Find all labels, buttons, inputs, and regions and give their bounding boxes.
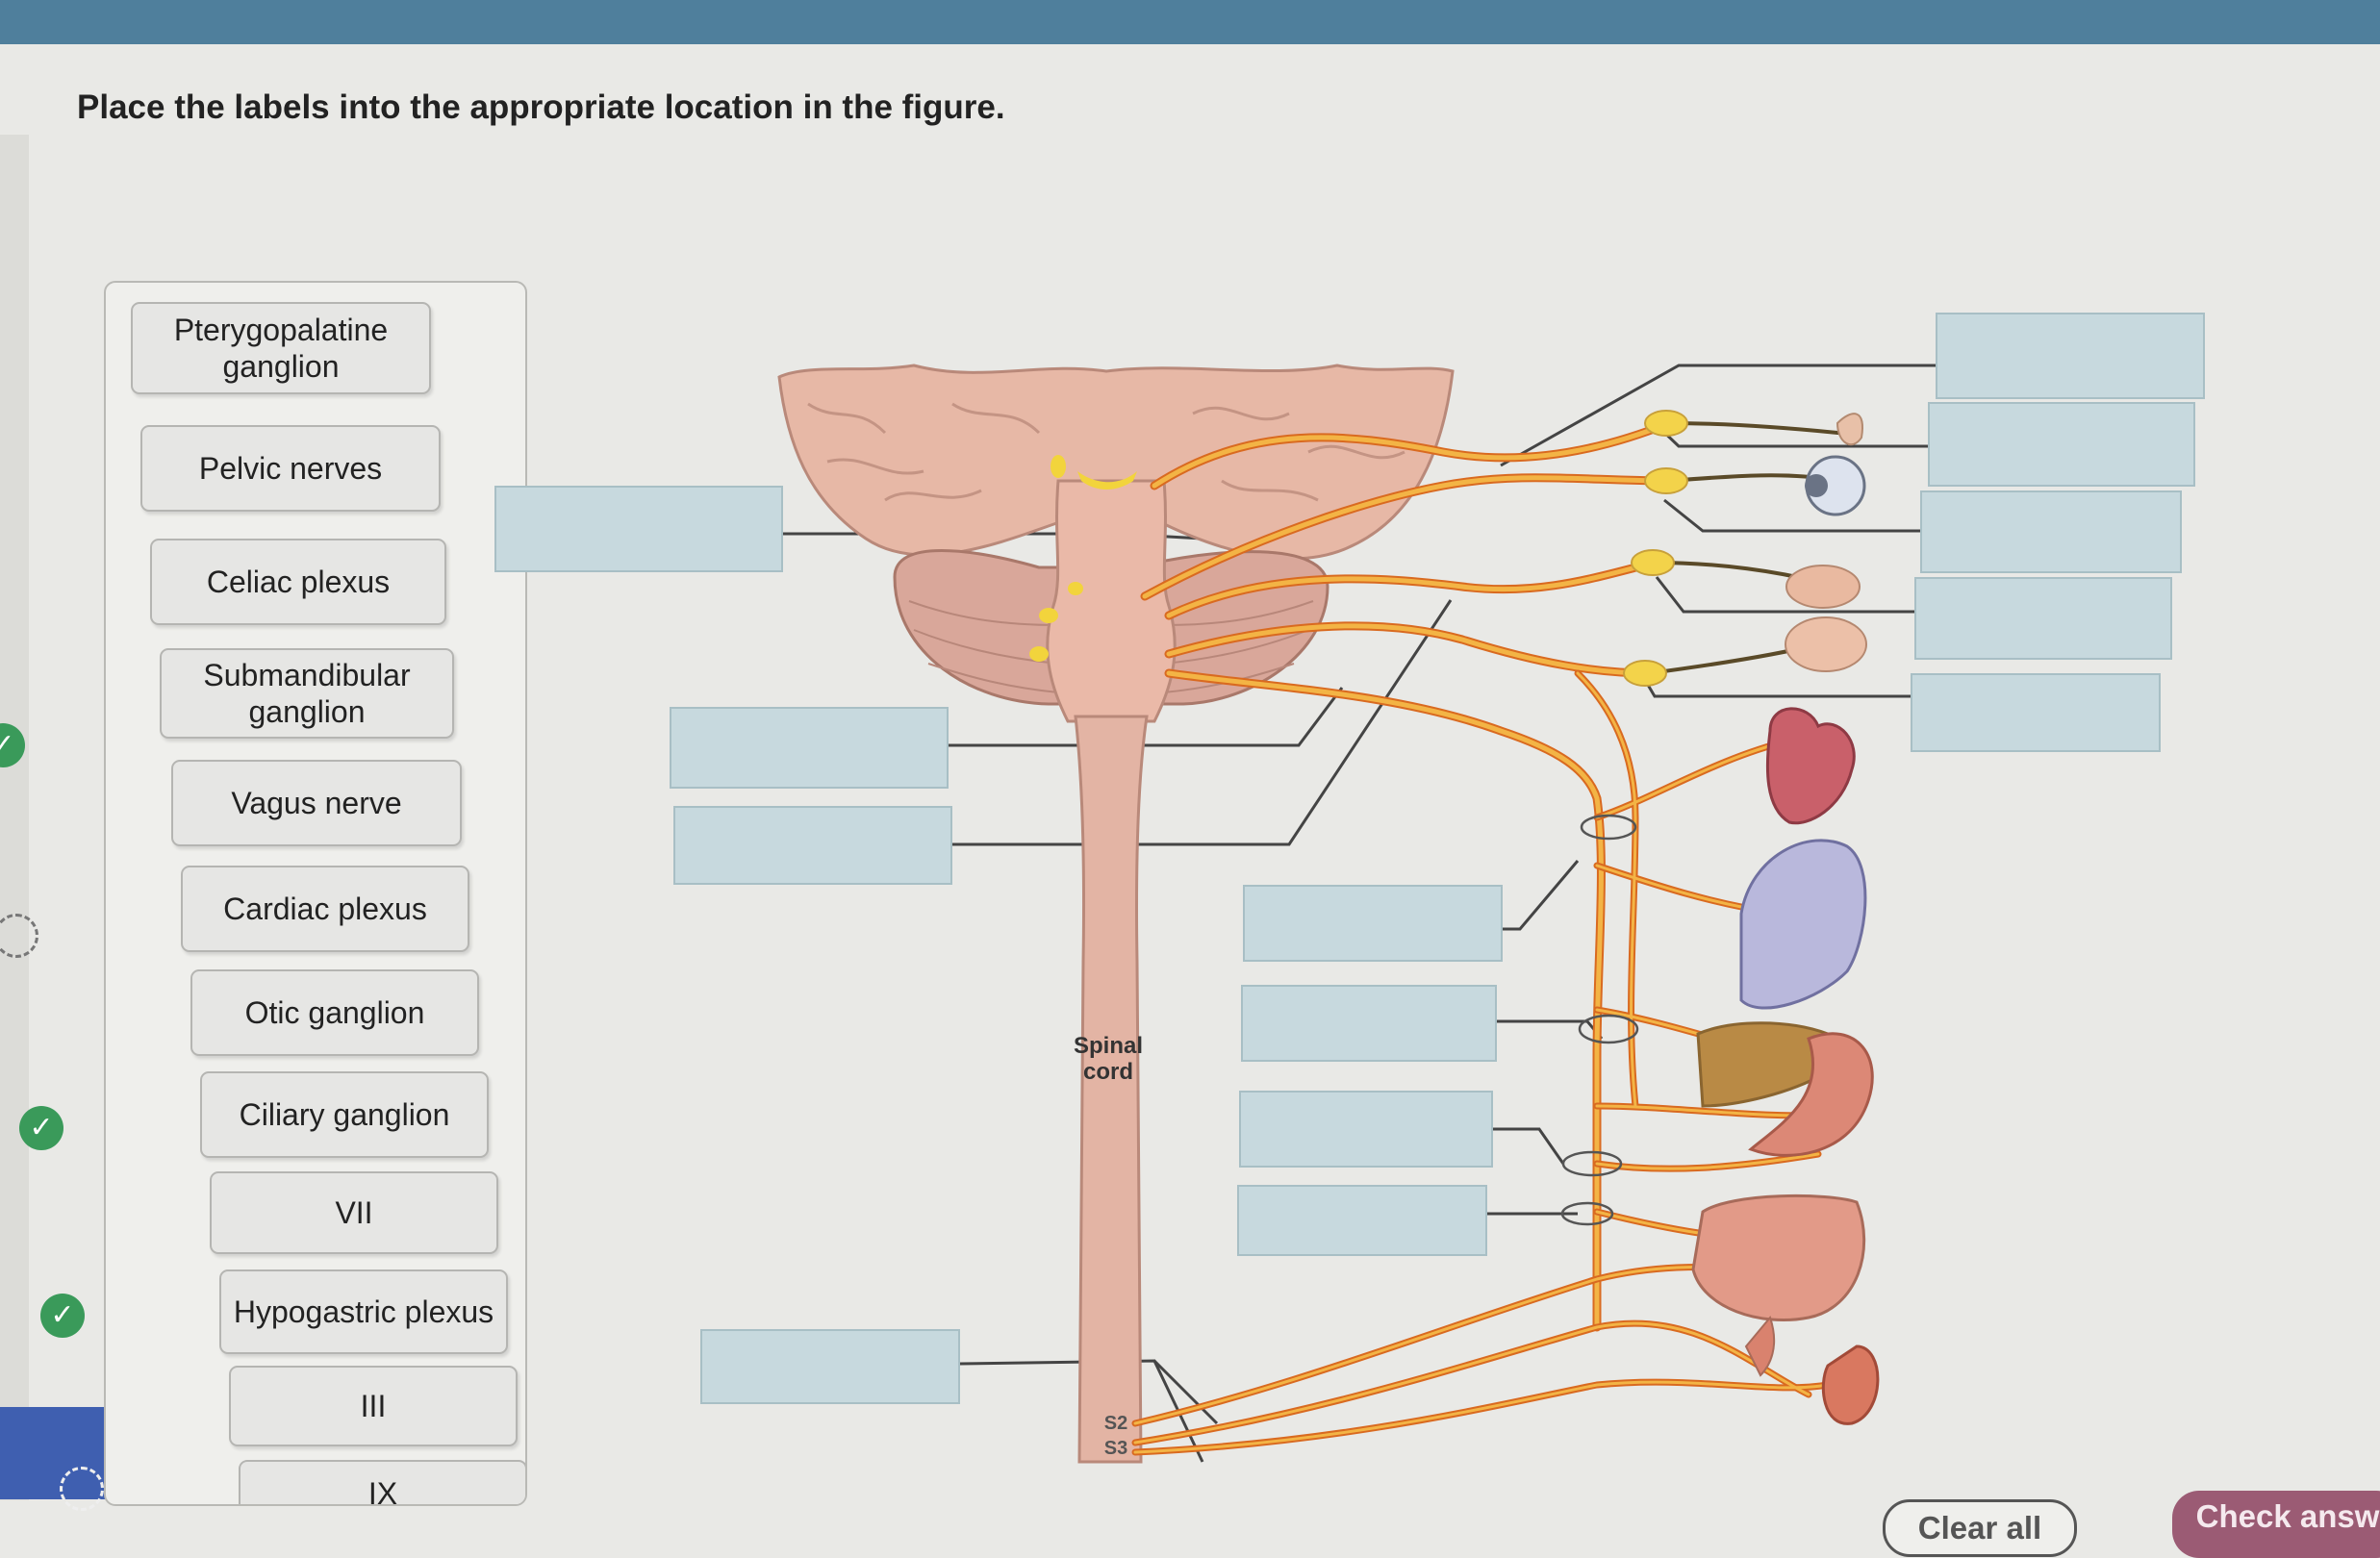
parasympathetic-ganglia [1624, 411, 1687, 686]
drop-zone-vagus-nerve[interactable] [1911, 673, 2161, 752]
drop-zone-pelvic-nerves[interactable] [700, 1329, 960, 1404]
drop-zone-celiac-plexus[interactable] [1239, 1091, 1493, 1168]
drop-zone-cranial-nerve-ix[interactable] [673, 806, 952, 885]
drop-zone-pulmonary-plexus[interactable] [1241, 985, 1497, 1062]
s2-label: S2 [1104, 1413, 1127, 1434]
drop-zone-hypogastric-plexus[interactable] [1237, 1185, 1487, 1256]
rectum [1746, 1318, 1774, 1375]
clear-all-button[interactable]: Clear all [1883, 1499, 2077, 1557]
bladder [1823, 1346, 1878, 1423]
parotid-gland [1785, 617, 1866, 671]
heart [1767, 709, 1854, 823]
salivary-gland [1786, 565, 1860, 608]
drop-zone-cardiac-plexus[interactable] [1243, 885, 1503, 962]
check-answer-button[interactable]: Check answ [2172, 1491, 2380, 1558]
brainstem [1048, 481, 1175, 721]
lung [1741, 841, 1865, 1008]
drop-zone-ciliary-ganglion[interactable] [1936, 313, 2205, 399]
spinal-cord-label: Spinal [1074, 1033, 1143, 1059]
drop-zone-pterygopalatine-ganglion[interactable] [1928, 402, 2195, 487]
drop-zone-cranial-nerve-vii[interactable] [670, 707, 949, 789]
drop-zone-submandibular-ganglion[interactable] [1920, 490, 2182, 573]
intestines [1693, 1195, 1864, 1319]
lacrimal-gland [1837, 414, 1862, 444]
s3-label: S3 [1104, 1438, 1127, 1459]
drop-zone-cranial-nerve-iii[interactable] [494, 486, 783, 572]
drop-zone-otic-ganglion[interactable] [1914, 577, 2172, 660]
spinal-cord-label: cord [1083, 1059, 1133, 1085]
spinal-cord [1076, 716, 1147, 1462]
eye-pupil [1805, 474, 1828, 497]
